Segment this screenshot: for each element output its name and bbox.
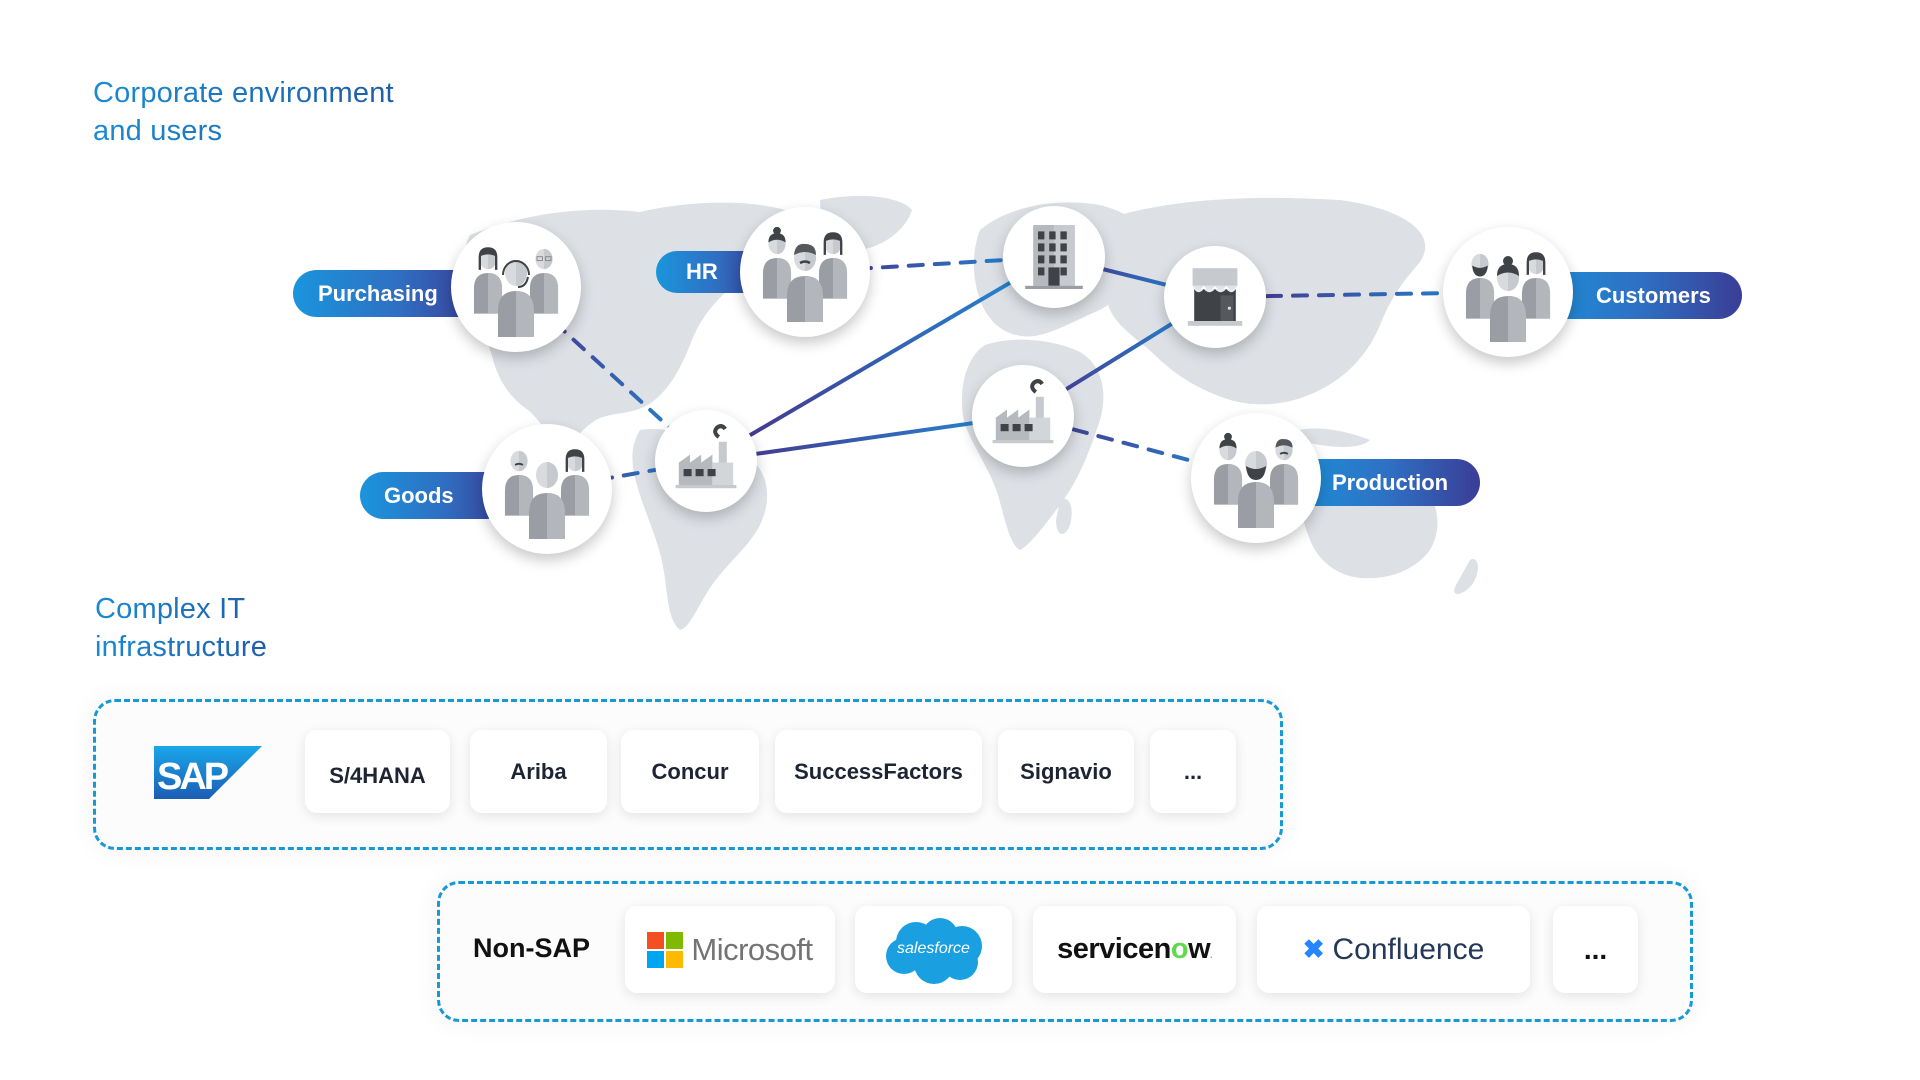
pill-label: Purchasing [318,280,438,306]
heading-line: Complex IT [95,590,267,628]
non-sap-product-card: ... [1553,906,1638,993]
non-sap-product-card: servicenowservicenow. [1033,906,1236,993]
factory-icon [983,376,1063,456]
salesforce-cloud-icon: salesforce [882,914,986,986]
storefront-icon [1175,257,1255,337]
node-purchasing [451,222,581,352]
node-hr [740,207,870,337]
heading-line: Corporate environment [93,74,394,112]
sap-product-card: Ariba [470,730,607,813]
people-group-icon [497,439,597,539]
product-name: ... [1583,933,1608,965]
sap-product-card: Concur [621,730,759,813]
node-production [1191,413,1321,543]
sap-product-name: S/4HANA [329,762,426,788]
product-name: Microsoft [691,931,813,967]
product-name: Confluence [1332,932,1485,966]
non-sap-product-card: Microsoft [625,906,835,993]
office-building-icon [1014,217,1094,297]
pill-label: Goods [384,482,454,508]
sap-product-card: Signavio [998,730,1134,813]
sap-product-name: SuccessFactors [794,758,963,784]
microsoft-logo-icon [647,931,684,968]
pill-label: Production [1332,469,1449,495]
new-zealand [1454,559,1478,595]
servicenow-logo-icon: servicenowservicenow. [1057,933,1212,965]
sap-logo-text: SAP [157,756,229,798]
node-office [1003,206,1105,308]
non-sap-label: Non-SAP [473,933,590,963]
node-factory-africa [972,365,1074,467]
sap-product-name: Concur [651,758,729,784]
factory-icon [666,421,746,501]
connection-factory-americas-factory-africa [704,414,1025,463]
node-store [1164,246,1266,348]
node-customers [1443,227,1573,357]
product-name: salesforce [897,939,970,957]
sap-product-card: S/4HANA [305,730,450,813]
corporate-environment-heading: Corporate environment and users [93,74,394,150]
complex-it-heading: Complex IT infrastructure [95,590,267,666]
non-sap-product-card: salesforce [855,906,1012,993]
confluence-logo-icon: ✖ [1302,934,1325,964]
heading-line: and users [93,112,394,150]
people-group-icon [1206,428,1306,528]
connection-factory-americas-office [704,255,1056,463]
heading-line: infrastructure [95,628,267,666]
node-factory-americas [655,410,757,512]
sap-product-name: ... [1183,758,1203,784]
sap-product-name: Signavio [1020,758,1112,784]
sap-product-card: SuccessFactors [775,730,982,813]
world-map [463,195,1510,630]
people-group-icon [1458,242,1558,342]
sap-logo-icon: SAP [154,746,262,799]
people-group-icon [755,222,855,322]
sap-product-name: Ariba [510,758,567,784]
islands [1300,428,1370,447]
madagascar [1056,498,1072,535]
people-headset-icon [466,237,566,337]
pill-label: Customers [1596,282,1711,308]
sap-product-card: ... [1150,730,1236,813]
sap-logo: SAP [154,746,262,799]
node-goods [482,424,612,554]
non-sap-product-card: ✖ Confluence [1257,906,1530,993]
pill-label: HR [686,259,718,284]
